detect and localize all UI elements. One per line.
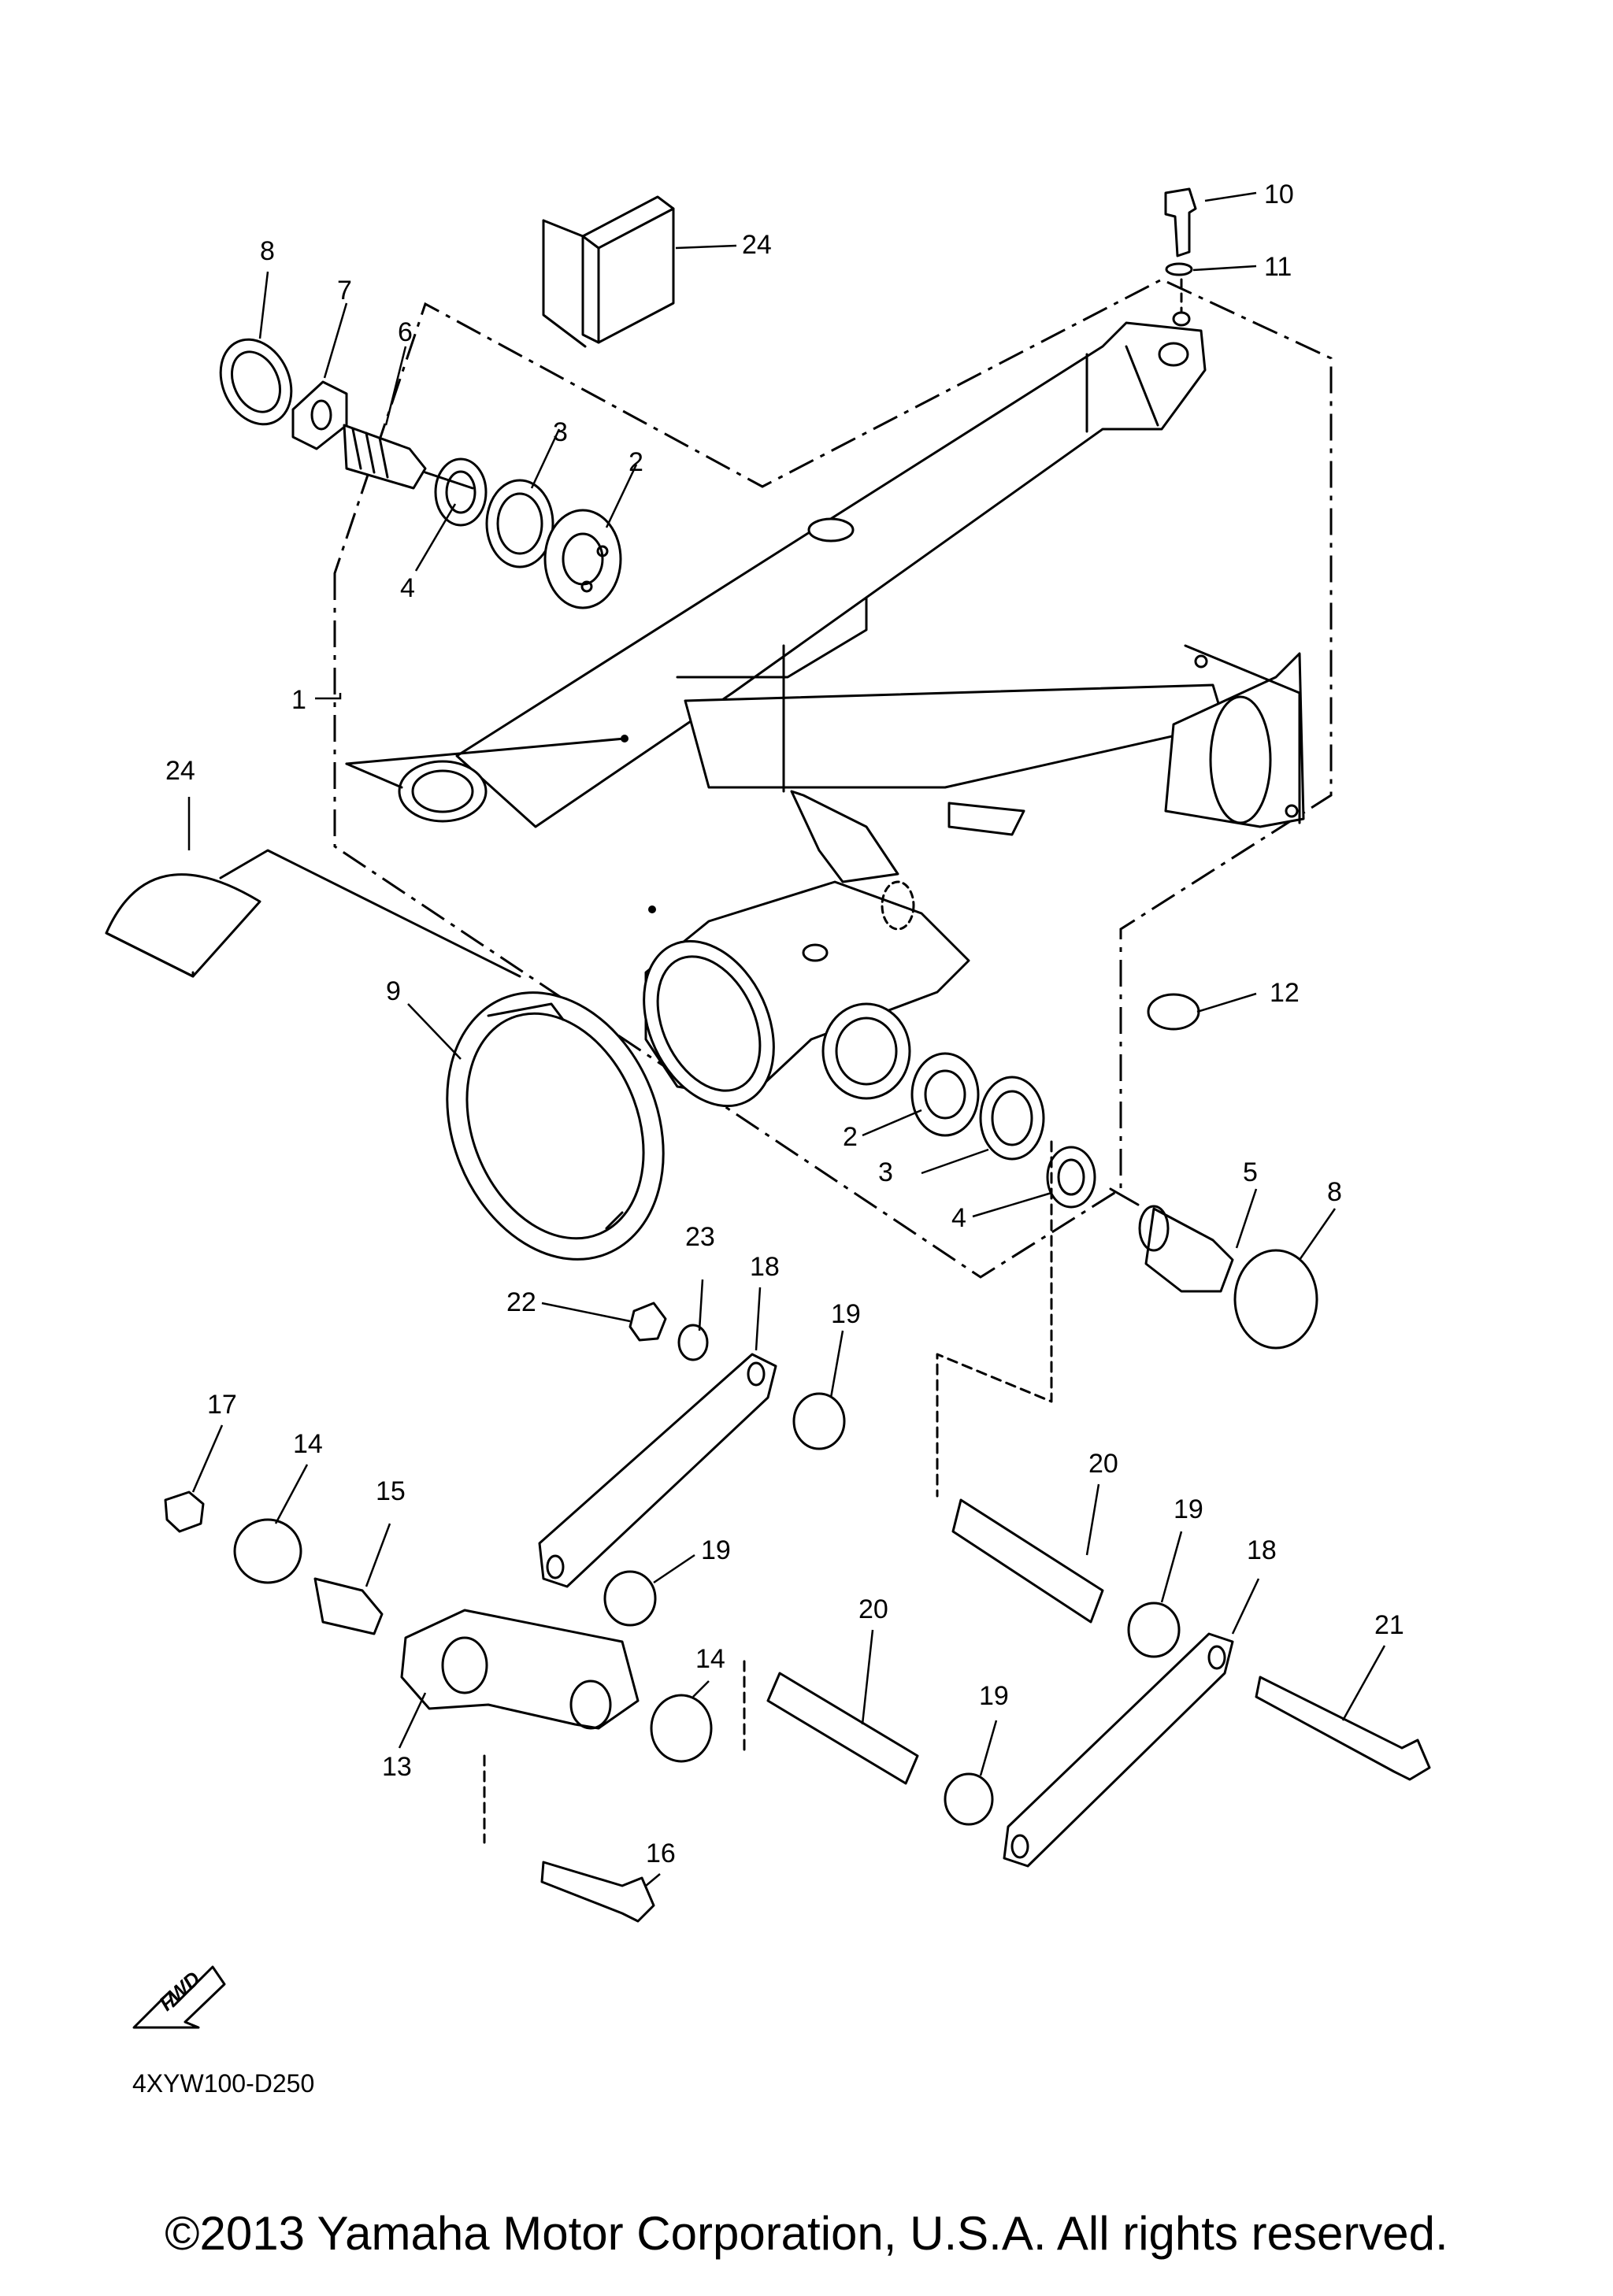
callout-14: 14 [293, 1429, 323, 1459]
callout-7: 7 [337, 276, 352, 306]
swingarm-assembly-boundary [333, 278, 1333, 1279]
linkage-parts [164, 1140, 1431, 1923]
callout-10: 10 [1264, 180, 1294, 209]
callout-23: 23 [685, 1222, 715, 1252]
callout-19: 19 [1174, 1494, 1203, 1524]
callout-13: 13 [382, 1752, 412, 1782]
callout-22: 22 [506, 1287, 536, 1317]
callout-19: 19 [979, 1681, 1009, 1711]
right-pivot-parts [910, 993, 1318, 1350]
left-pivot-parts [219, 338, 622, 609]
callout-15: 15 [376, 1476, 406, 1506]
callout-4: 4 [951, 1203, 966, 1233]
callout-6: 6 [398, 317, 413, 347]
callout-3: 3 [553, 417, 568, 447]
callout-16: 16 [646, 1839, 676, 1868]
swingarm-body [398, 311, 1305, 1108]
callout-9: 9 [386, 976, 401, 1006]
pad-24-lower [105, 737, 626, 978]
callout-19: 19 [701, 1535, 731, 1565]
callout-1: 1 [291, 685, 306, 715]
callout-3: 3 [878, 1157, 893, 1187]
callout-2: 2 [629, 447, 643, 477]
callout-17: 17 [207, 1390, 237, 1420]
callout-5: 5 [1243, 1157, 1258, 1187]
callout-18: 18 [750, 1252, 780, 1282]
callout-24: 24 [742, 230, 772, 260]
callout-24: 24 [165, 756, 195, 786]
callout-2: 2 [843, 1122, 858, 1152]
callout-19: 19 [831, 1299, 861, 1329]
callout-leaders [187, 191, 1386, 1887]
callout-8: 8 [260, 236, 275, 266]
callout-11: 11 [1264, 252, 1292, 282]
pad-24-upper [542, 195, 675, 348]
callout-20: 20 [858, 1594, 888, 1624]
fwd-direction-arrow: FWD [132, 1965, 226, 2029]
figure-code: 4XYW100-D250 [132, 2069, 314, 2098]
callout-8: 8 [1327, 1177, 1342, 1207]
callout-12: 12 [1270, 978, 1300, 1008]
callout-18: 18 [1247, 1535, 1277, 1565]
callout-4: 4 [400, 573, 415, 603]
callout-14: 14 [695, 1644, 725, 1674]
bolt-10-washer-11 [1164, 187, 1197, 313]
callout-labels: 10 11 24 8 7 6 3 2 4 1 24 9 12 2 3 4 5 8… [165, 180, 1404, 1868]
callout-21: 21 [1374, 1610, 1404, 1640]
copyright-notice: ©2013 Yamaha Motor Corporation, U.S.A. A… [165, 2207, 1448, 2260]
seal-ring-9 [446, 991, 665, 1261]
callout-20: 20 [1088, 1449, 1118, 1479]
